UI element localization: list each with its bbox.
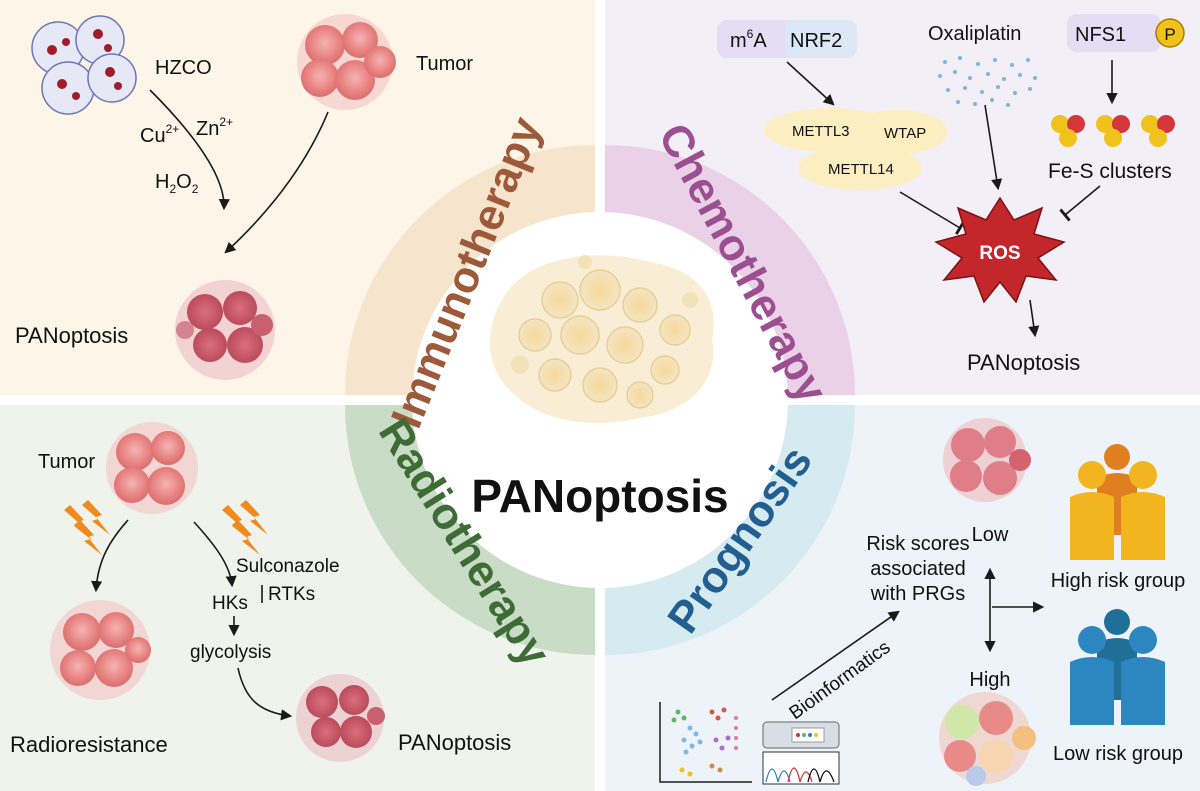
oxaliplatin-label: Oxaliplatin: [928, 23, 1021, 45]
hzco-nanoparticle-icon: [31, 15, 137, 115]
chemo-panoptosis-label: PANoptosis: [967, 350, 1080, 375]
nrf2-label: NRF2: [790, 30, 842, 52]
radio-panoptosis-label: PANoptosis: [398, 730, 511, 755]
mettl-inhibition-line: [899, 191, 965, 235]
phosphate-badge: [1155, 18, 1185, 48]
hzco-arrow: [149, 89, 230, 211]
high-risk-group-label: High risk group: [1051, 570, 1186, 592]
risk-scores-line3: with PRGs: [870, 583, 965, 605]
low-label: Low: [972, 524, 1009, 546]
oxaliplatin-arrow: [984, 104, 1003, 191]
bioinformatics-arrow: [771, 610, 900, 701]
tumor-label: Tumor: [416, 53, 473, 75]
radioresistance-arrow: [91, 519, 129, 593]
low-risk-group-label: Low risk group: [1053, 743, 1183, 765]
mettl14-label: METTL14: [828, 161, 894, 178]
m6a-label: m6A: [730, 27, 767, 52]
oxaliplatin-dots-icon: [938, 56, 1037, 107]
methyltransferase-complex: [764, 108, 948, 190]
low-risk-tumor-icon: [943, 418, 1031, 502]
tsne-scatter-plot-icon: [659, 702, 752, 783]
m6a-arrow: [786, 61, 835, 106]
radioresistance-label: Radioresistance: [10, 732, 168, 757]
h2o2-label: H2O2: [155, 171, 199, 196]
ros-burst-icon: [934, 196, 1066, 304]
nfs1-box: [1067, 14, 1161, 52]
mettl3-label: METTL3: [792, 123, 850, 140]
radiation-bolt-icon-left: [64, 500, 110, 555]
tumor-arrow: [224, 111, 329, 254]
high-risk-tumor-icon: [939, 692, 1036, 786]
radioresistant-tumor-icon: [50, 600, 151, 700]
hks-label: HKs: [212, 593, 248, 614]
ros-arrow: [1028, 299, 1040, 338]
panoptotic-tumor-icon: [175, 280, 275, 380]
low-risk-group-icon: [1070, 609, 1165, 725]
radiation-bolt-icon-right: [222, 500, 268, 555]
fes-inhibition-line: [1059, 185, 1101, 222]
center-panoptotic-cell-icon: [489, 255, 714, 424]
tumor-icon: [297, 14, 396, 110]
radio-panoptotic-tumor-icon: [296, 674, 385, 762]
zinc-ion-label: Zn2+: [196, 115, 233, 140]
copper-ion-label: Cu2+: [140, 122, 179, 147]
hzco-label: HZCO: [155, 57, 212, 79]
hks-arrow: [193, 521, 237, 588]
immuno-panoptosis-label: PANoptosis: [15, 323, 128, 348]
high-risk-group-icon: [1070, 444, 1165, 560]
high-label: High: [969, 669, 1010, 691]
radio-panoptosis-arrow: [237, 667, 293, 721]
glycolysis-label: glycolysis: [190, 642, 271, 663]
radio-tumor-icon: [106, 422, 198, 514]
sequencing-icon: [762, 721, 840, 785]
center-title: PANoptosis: [471, 470, 728, 522]
rtks-label: RTKs: [268, 584, 315, 605]
ros-label: ROS: [979, 243, 1020, 264]
phosphate-label: P: [1164, 25, 1175, 44]
radio-tumor-label: Tumor: [38, 451, 95, 473]
risk-scores-line1: Risk scores: [866, 533, 969, 555]
wtap-label: WTAP: [884, 125, 926, 142]
fe-s-cluster-icon: [1051, 115, 1175, 147]
nfs1-label: NFS1: [1075, 24, 1126, 46]
sulconazole-label: Sulconazole: [236, 556, 340, 577]
fe-s-clusters-label: Fe-S clusters: [1048, 160, 1172, 183]
risk-scores-line2: associated: [870, 558, 966, 580]
